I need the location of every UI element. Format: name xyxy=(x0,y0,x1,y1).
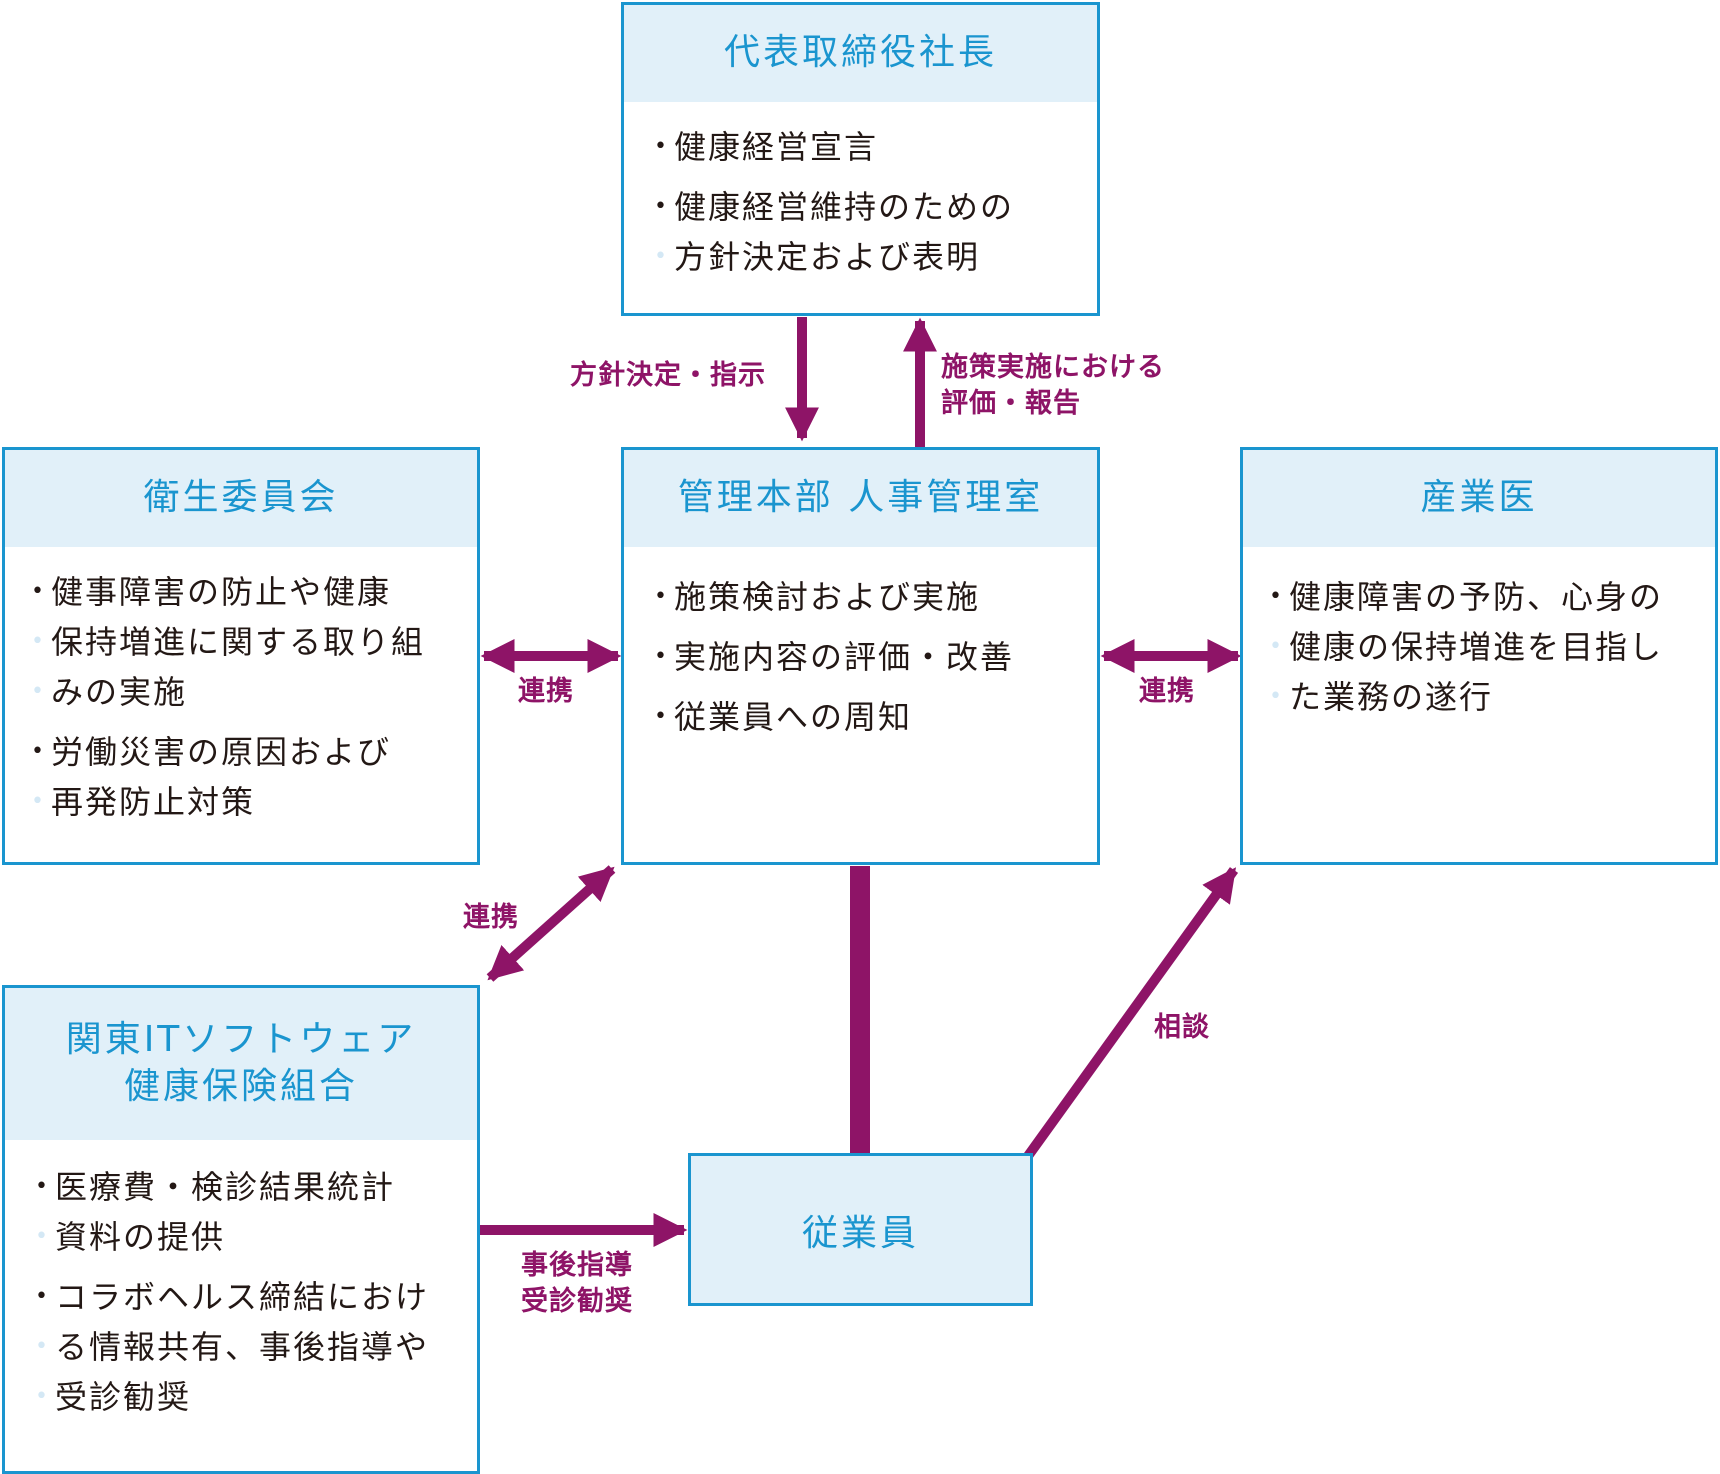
label-link-right: 連携 xyxy=(1139,676,1195,707)
bullet-line: 実施内容の評価・改善 xyxy=(654,632,1067,682)
bullet-line: 保持増進に関する取り組 xyxy=(31,617,447,667)
bullet-line: 健事障害の防止や健康 xyxy=(31,567,447,617)
committee-title: 衛生委員会 xyxy=(5,450,477,547)
bullet-item: 健康経営維持のための方針決定および表明 xyxy=(654,182,1067,282)
employee-box: 従業員 xyxy=(688,1153,1033,1306)
committee-items: 健事障害の防止や健康保持増進に関する取り組みの実施労働災害の原因および再発防止対… xyxy=(5,547,477,827)
doctor-box: 産業医 健康障害の予防、心身の健康の保持増進を目指した業務の遂行 xyxy=(1240,447,1718,865)
link-insurance-arrow xyxy=(486,865,616,982)
bullet-item: 健康経営宣言 xyxy=(654,122,1067,172)
bullet-line: 従業員への周知 xyxy=(654,692,1067,742)
doctor-title: 産業医 xyxy=(1243,450,1715,547)
label-consult: 相談 xyxy=(1154,1012,1210,1043)
label-link-insurance: 連携 xyxy=(463,902,519,933)
hr-title: 管理本部 人事管理室 xyxy=(624,450,1097,547)
bullet-line: 医療費・検診結果統計 xyxy=(35,1162,447,1212)
bullet-item: コラボヘルス締結における情報共有、事後指導や受診勧奨 xyxy=(35,1272,447,1422)
bullet-item: 実施内容の評価・改善 xyxy=(654,632,1067,682)
label-guidance: 事後指導 受診勧奨 xyxy=(521,1248,633,1320)
insurance-items: 医療費・検診結果統計資料の提供コラボヘルス締結における情報共有、事後指導や受診勧… xyxy=(5,1140,477,1422)
label-link-left: 連携 xyxy=(518,676,574,707)
label-report-line-1: 施策実施における xyxy=(941,352,1165,383)
label-report: 施策実施における 評価・報告 xyxy=(941,350,1165,422)
insurance-title-line-1: 関東ITソフトウェア xyxy=(65,1019,417,1061)
bullet-item: 健康障害の予防、心身の健康の保持増進を目指した業務の遂行 xyxy=(1269,572,1685,722)
bullet-line: 受診勧奨 xyxy=(35,1372,447,1422)
ceo-box: 代表取締役社長 健康経営宣言健康経営維持のための方針決定および表明 xyxy=(621,2,1100,316)
hr-items: 施策検討および実施実施内容の評価・改善従業員への周知 xyxy=(624,547,1097,742)
bullet-item: 健事障害の防止や健康保持増進に関する取り組みの実施 xyxy=(31,567,447,717)
bullet-line: た業務の遂行 xyxy=(1269,672,1685,722)
bullet-line: 再発防止対策 xyxy=(31,777,447,827)
committee-box: 衛生委員会 健事障害の防止や健康保持増進に関する取り組みの実施労働災害の原因およ… xyxy=(2,447,480,865)
bullet-item: 医療費・検診結果統計資料の提供 xyxy=(35,1162,447,1262)
bullet-line: コラボヘルス締結におけ xyxy=(35,1272,447,1322)
bullet-line: みの実施 xyxy=(31,667,447,717)
bullet-line: 資料の提供 xyxy=(35,1212,447,1262)
bullet-line: る情報共有、事後指導や xyxy=(35,1322,447,1372)
hr-box: 管理本部 人事管理室 施策検討および実施実施内容の評価・改善従業員への周知 xyxy=(621,447,1100,865)
bullet-line: 方針決定および表明 xyxy=(654,232,1067,282)
insurance-title-line-2: 健康保険組合 xyxy=(123,1066,358,1107)
doctor-items: 健康障害の予防、心身の健康の保持増進を目指した業務の遂行 xyxy=(1243,547,1715,722)
bullet-item: 施策検討および実施 xyxy=(654,572,1067,622)
label-report-line-2: 評価・報告 xyxy=(941,388,1081,419)
bullet-line: 施策検討および実施 xyxy=(654,572,1067,622)
insurance-title: 関東ITソフトウェア 健康保険組合 xyxy=(5,988,477,1140)
bullet-line: 健康経営維持のための xyxy=(654,182,1067,232)
insurance-box: 関東ITソフトウェア 健康保険組合 医療費・検診結果統計資料の提供コラボヘルス締… xyxy=(2,985,480,1474)
bullet-line: 健康障害の予防、心身の xyxy=(1269,572,1685,622)
label-guidance-line-2: 受診勧奨 xyxy=(521,1286,633,1317)
consult-arrow xyxy=(1023,867,1239,1159)
bullet-item: 従業員への周知 xyxy=(654,692,1067,742)
bullet-line: 健康経営宣言 xyxy=(654,122,1067,172)
label-guidance-line-1: 事後指導 xyxy=(521,1250,633,1281)
ceo-title: 代表取締役社長 xyxy=(624,5,1097,102)
ceo-items: 健康経営宣言健康経営維持のための方針決定および表明 xyxy=(624,102,1097,282)
label-policy: 方針決定・指示 xyxy=(570,360,766,391)
bullet-item: 労働災害の原因および再発防止対策 xyxy=(31,727,447,827)
bullet-line: 労働災害の原因および xyxy=(31,727,447,777)
bullet-line: 健康の保持増進を目指し xyxy=(1269,622,1685,672)
